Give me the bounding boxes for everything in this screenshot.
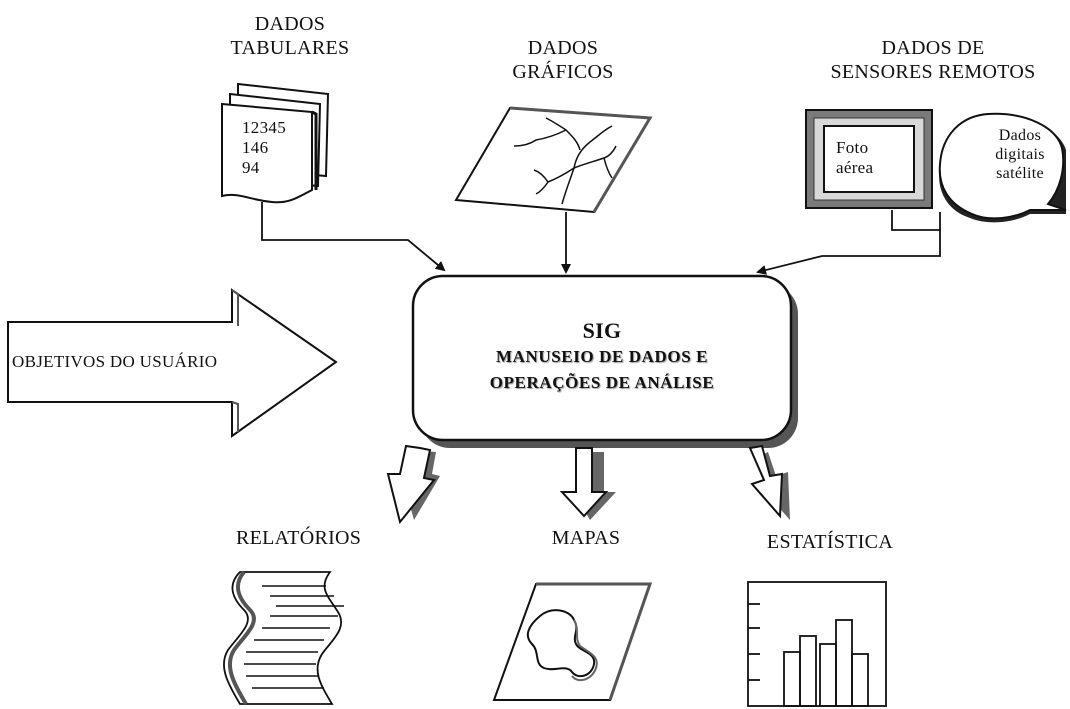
- graphic-data-icon: [454, 106, 653, 214]
- satellite-data-icon: [938, 112, 1067, 223]
- sig-line1: MANUSEIO DE DADOS E: [495, 347, 709, 366]
- graphic-data-title: DADOS GRÁFICOS: [498, 36, 628, 84]
- remote-sensing-title: DADOS DE SENSORES REMOTOS: [808, 36, 1058, 84]
- output-arrows: [386, 444, 790, 525]
- reports-icon: [223, 570, 344, 706]
- satellite-data-line3: satélite: [996, 165, 1044, 182]
- objectives-arrow: [7, 288, 338, 438]
- remote-sensing-title-line1: DADOS DE: [881, 37, 985, 59]
- statistics-label: ESTATÍSTICA: [766, 531, 894, 553]
- satellite-data-line2: digitais: [995, 146, 1045, 163]
- tabular-data-title-line2: TABULARES: [230, 37, 350, 59]
- statistics-arrow: [748, 444, 790, 520]
- maps-label: MAPAS: [551, 527, 621, 549]
- tabular-data-icon: [221, 82, 330, 204]
- aerial-photo-line1: Foto: [836, 138, 869, 157]
- objectives-label: OBJETIVOS DO USUÁRIO: [12, 352, 218, 371]
- tabular-data-title-line1: DADOS: [254, 13, 326, 35]
- sig-core-text: SIG MANUSEIO DE DADOS E OPERAÇÕES DE ANÁ…: [413, 318, 791, 396]
- tabular-data-title: DADOS TABULARES: [220, 12, 360, 60]
- satellite-data-line1: Dados: [998, 127, 1042, 144]
- satellite-data-label: Dados digitais satélite: [980, 126, 1060, 183]
- aerial-photo-line2: aérea: [836, 158, 874, 177]
- graphic-data-title-line2: GRÁFICOS: [512, 61, 614, 83]
- statistics-icon: [747, 581, 887, 707]
- sig-box: [411, 274, 798, 448]
- tabular-data-values: 12345 146 94: [242, 118, 312, 178]
- aerial-photo-icon: [805, 109, 933, 209]
- tabular-value-3: 94: [242, 158, 260, 177]
- reports-arrow: [386, 444, 440, 525]
- remote-sensing-title-line2: SENSORES REMOTOS: [830, 61, 1036, 83]
- maps-arrow: [559, 447, 616, 520]
- tabular-value-2: 146: [242, 138, 269, 157]
- tabular-value-1: 12345: [242, 118, 286, 137]
- graphic-data-title-line1: DADOS: [527, 37, 599, 59]
- reports-label: RELATÓRIOS: [236, 527, 362, 549]
- aerial-photo-label: Foto aérea: [836, 138, 906, 178]
- sig-title: SIG: [582, 318, 622, 343]
- sig-line2: OPERAÇÕES DE ANÁLISE: [489, 373, 715, 392]
- maps-icon: [492, 582, 653, 701]
- input-connectors: [261, 202, 941, 275]
